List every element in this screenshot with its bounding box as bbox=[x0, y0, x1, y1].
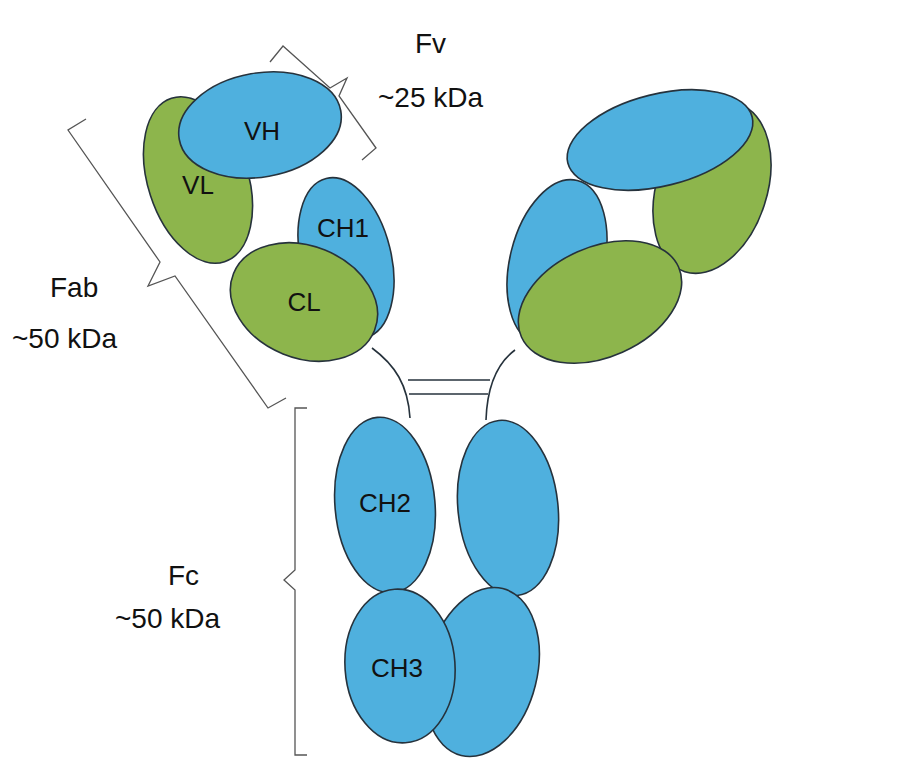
hinge-line bbox=[486, 350, 515, 420]
mass-label: ~25 kDa bbox=[378, 84, 483, 112]
mass-label: ~50 kDa bbox=[12, 325, 117, 353]
domain-label: CH3 bbox=[371, 655, 423, 681]
domain-ellipse bbox=[328, 413, 443, 597]
domain-label: VL bbox=[182, 172, 214, 198]
domain-label: CH1 bbox=[317, 215, 369, 241]
heavy-chain-domain bbox=[449, 415, 567, 600]
heavy-variable-domain: VH bbox=[178, 73, 342, 177]
domain-ellipse bbox=[213, 222, 396, 383]
heavy-constant-domain: CH2 bbox=[335, 417, 435, 593]
disulfide-bond bbox=[408, 379, 490, 381]
light-chain-domain bbox=[499, 217, 701, 387]
heavy-constant-domain: CH3 bbox=[345, 589, 455, 743]
fragment-label: Fc bbox=[168, 562, 199, 590]
fragment-label: Fab bbox=[50, 274, 98, 302]
light-constant-domain: CL bbox=[228, 246, 380, 358]
disulfide-bond bbox=[409, 393, 488, 395]
mass-label: ~50 kDa bbox=[115, 605, 220, 633]
domain-ellipse bbox=[124, 83, 272, 277]
hinge-line bbox=[372, 348, 410, 418]
domain-label: CL bbox=[287, 289, 320, 315]
domain-label: VH bbox=[244, 118, 280, 144]
domain-label: CH2 bbox=[359, 490, 411, 516]
fragment-label: Fv bbox=[415, 30, 446, 58]
domain-ellipse bbox=[340, 585, 460, 746]
bracket bbox=[284, 408, 307, 755]
